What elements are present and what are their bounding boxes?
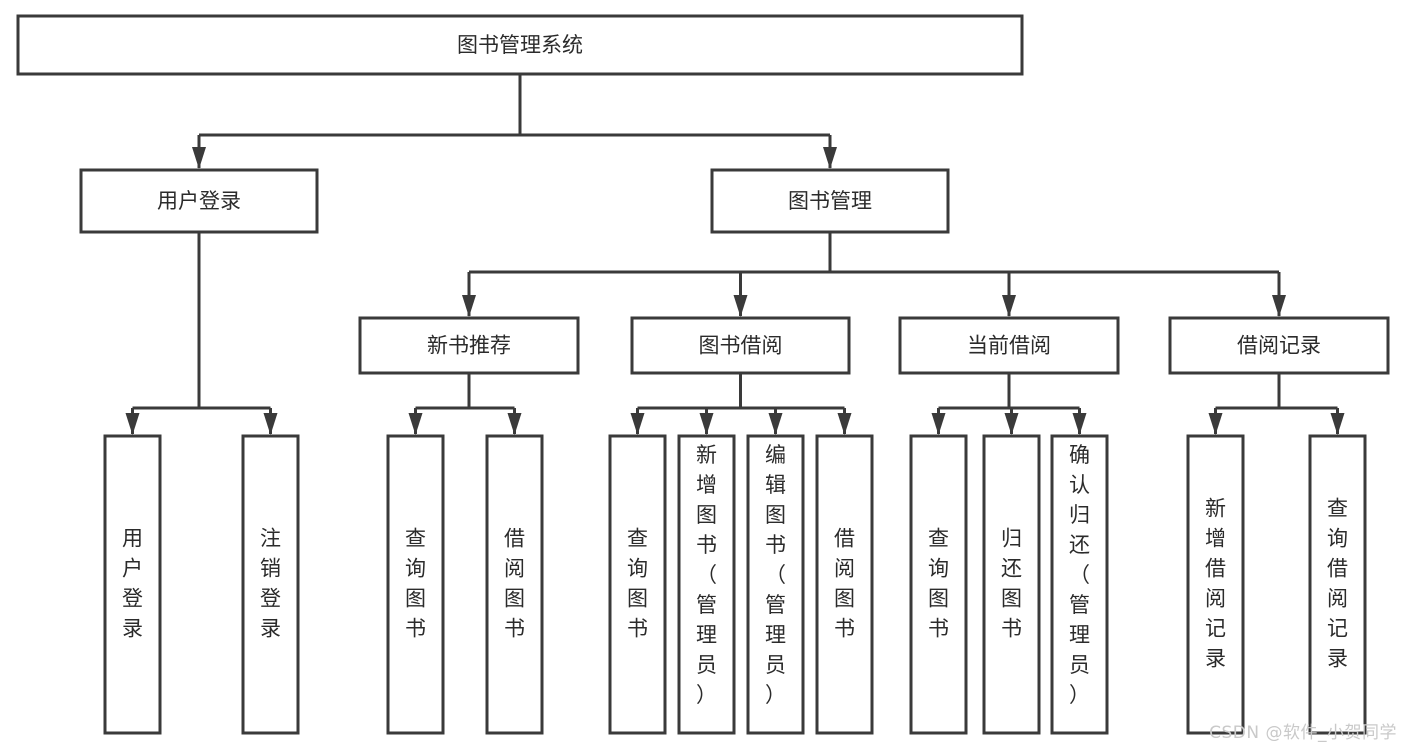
node-level2-0[interactable]: 新书推荐 [358, 316, 580, 375]
arrow-head-icon [823, 147, 837, 169]
node-label: 借阅记录 [1237, 334, 1321, 358]
node-leaf-4-0[interactable]: 新增借阅记录 [1186, 434, 1245, 735]
node-label: 查询图书 [405, 527, 426, 641]
connector-layer [125, 74, 1345, 435]
node-label: 借阅图书 [504, 527, 525, 641]
arrow-head-icon [733, 295, 748, 317]
node-label: 归还图书 [1001, 527, 1022, 641]
node-level1-0[interactable]: 用户登录 [79, 168, 319, 234]
node-leaf-2-1[interactable]: 新增图书（管理员） [677, 434, 736, 735]
arrow-head-icon [1330, 413, 1345, 435]
node-level1-1[interactable]: 图书管理 [710, 168, 950, 234]
node-leaf-3-0[interactable]: 查询图书 [909, 434, 968, 735]
node-leaf-4-1[interactable]: 查询借阅记录 [1308, 434, 1367, 735]
node-label: 查询借阅记录 [1327, 497, 1348, 671]
arrow-head-icon [1072, 413, 1087, 435]
arrow-head-icon [192, 147, 206, 169]
node-label: 图书借阅 [699, 334, 783, 358]
arrow-head-icon [768, 413, 783, 435]
node-label: 编辑图书（管理员） [765, 443, 786, 707]
arrow-head-icon [837, 413, 852, 435]
arrow-head-icon [1272, 295, 1286, 317]
arrow-head-icon [507, 413, 522, 435]
arrow-head-icon [263, 413, 278, 435]
node-level2-2[interactable]: 当前借阅 [898, 316, 1120, 375]
node-leaf-0-0[interactable]: 用户登录 [103, 434, 162, 735]
node-leaf-1-0[interactable]: 查询图书 [386, 434, 445, 735]
node-label: 查询图书 [928, 527, 949, 641]
arrow-head-icon [1002, 295, 1016, 317]
node-layer: 图书管理系统用户登录图书管理新书推荐图书借阅当前借阅借阅记录用户登录注销登录查询… [16, 14, 1390, 735]
arrow-head-icon [931, 413, 946, 435]
node-label: 用户登录 [157, 189, 241, 213]
node-label: 查询图书 [627, 527, 648, 641]
node-leaf-2-3[interactable]: 借阅图书 [815, 434, 874, 735]
node-leaf-2-2[interactable]: 编辑图书（管理员） [746, 434, 805, 735]
arrow-head-icon [462, 295, 476, 317]
node-label: 新增图书（管理员） [696, 443, 717, 707]
node-label: 当前借阅 [967, 334, 1051, 358]
node-leaf-1-1[interactable]: 借阅图书 [485, 434, 544, 735]
node-label: 图书管理 [788, 189, 872, 213]
node-label: 图书管理系统 [457, 33, 583, 57]
node-leaf-3-1[interactable]: 归还图书 [982, 434, 1041, 735]
node-label: 注销登录 [260, 527, 281, 641]
node-label: 新增借阅记录 [1205, 497, 1226, 671]
arrow-head-icon [408, 413, 423, 435]
node-leaf-3-2[interactable]: 确认归还（管理员） [1050, 434, 1109, 735]
node-level2-3[interactable]: 借阅记录 [1168, 316, 1390, 375]
node-leaf-2-0[interactable]: 查询图书 [608, 434, 667, 735]
watermark-label: CSDN @软件_小贺同学 [1209, 723, 1397, 743]
arrow-head-icon [125, 413, 140, 435]
node-label: 用户登录 [122, 527, 143, 641]
arrow-head-icon [1004, 413, 1019, 435]
node-label: 新书推荐 [427, 334, 511, 358]
arrow-head-icon [1208, 413, 1223, 435]
arrow-head-icon [699, 413, 714, 435]
node-leaf-0-1[interactable]: 注销登录 [241, 434, 300, 735]
arrow-head-icon [630, 413, 645, 435]
node-label: 确认归还（管理员） [1069, 443, 1090, 707]
node-label: 借阅图书 [834, 527, 855, 641]
node-root-book-management-system[interactable]: 图书管理系统 [16, 14, 1024, 76]
node-level2-1[interactable]: 图书借阅 [630, 316, 851, 375]
